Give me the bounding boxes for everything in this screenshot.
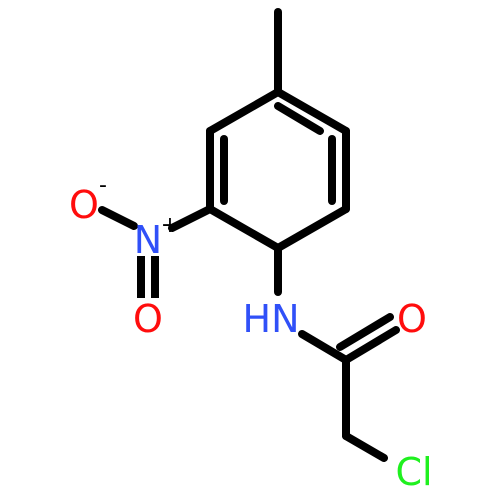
bond-c-nitro [168, 205, 214, 232]
bond-ring-bottom-right [274, 205, 350, 252]
bond-carbonyl-o-2 [336, 313, 394, 351]
nitro-nitrogen-label: N [134, 218, 162, 262]
oxide-oxygen-label: O [69, 183, 99, 227]
nitro-charge-label: + [161, 213, 179, 238]
bond-ring-top-right [274, 88, 350, 135]
oxide-charge-label: - [99, 173, 107, 198]
amide-nh-label: HN [243, 297, 300, 341]
nitro-oxygen-label: O [133, 297, 163, 341]
chlorine-label: Cl [395, 450, 432, 494]
bond-carbonyl-o-1 [342, 326, 400, 364]
bond-nitro-oxide [98, 206, 138, 230]
bond-nh-carbonyl [298, 330, 350, 364]
bond-ring-inner-top [274, 102, 324, 135]
bond-ring-bottom-left [206, 205, 282, 252]
bond-ch2-cl [342, 432, 388, 462]
bond-ring-top-left [206, 88, 282, 135]
atom-labels: O - N + O HN O Cl [69, 173, 433, 494]
bonds [98, 8, 400, 462]
carbonyl-oxygen-label: O [397, 297, 427, 341]
